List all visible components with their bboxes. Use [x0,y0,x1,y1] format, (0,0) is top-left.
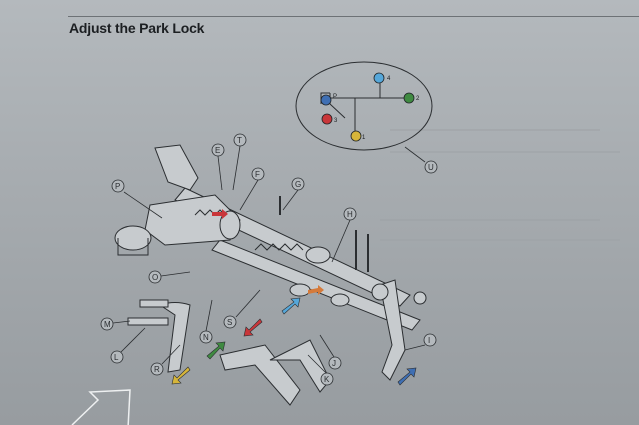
gear-label-1: 1 [362,135,366,141]
gear-label-2: 2 [416,96,420,102]
svg-text:M: M [104,320,111,329]
page-title: Adjust the Park Lock [69,20,205,36]
gear-dot-4 [373,72,385,84]
svg-text:U: U [428,163,434,172]
svg-text:P: P [115,182,120,191]
navy-arrow-icon [397,367,417,386]
svg-text:T: T [237,136,242,145]
svg-text:O: O [152,273,158,282]
svg-text:E: E [215,146,220,155]
svg-text:S: S [227,318,232,327]
small-orange-arrow-icon [308,285,324,295]
gear-dot-p [320,94,332,106]
gear-label-3: 3 [334,118,338,124]
svg-text:I: I [428,336,430,345]
gear-label-4: 4 [387,76,391,82]
gear-dot-1 [350,130,362,142]
svg-text:R: R [154,365,160,374]
shift-pattern-diagram: P 4 2 3 1 [295,61,433,163]
callout-labels: T E F G P H O M N S L R J K I U [100,133,438,386]
direction-arrows [171,209,417,386]
header-rule [68,16,639,17]
green-arrow-icon [206,341,226,360]
gearbox-assembly [114,144,427,406]
svg-text:K: K [324,375,330,384]
blue-arrow-icon [281,297,301,315]
svg-text:L: L [114,353,119,362]
red-arrow-icon [243,318,263,337]
outline-arrow-icon [71,389,131,425]
gear-dot-2 [403,92,415,104]
svg-text:N: N [203,333,209,342]
svg-text:F: F [255,170,260,179]
yellow-arrow-icon [171,366,191,385]
svg-text:J: J [332,359,336,368]
small-red-arrow-icon [212,209,228,219]
svg-text:H: H [347,210,353,219]
faded-text-lines [380,129,620,241]
svg-text:G: G [295,180,301,189]
gear-dot-3 [321,113,333,125]
gear-label-p: P [333,94,337,100]
